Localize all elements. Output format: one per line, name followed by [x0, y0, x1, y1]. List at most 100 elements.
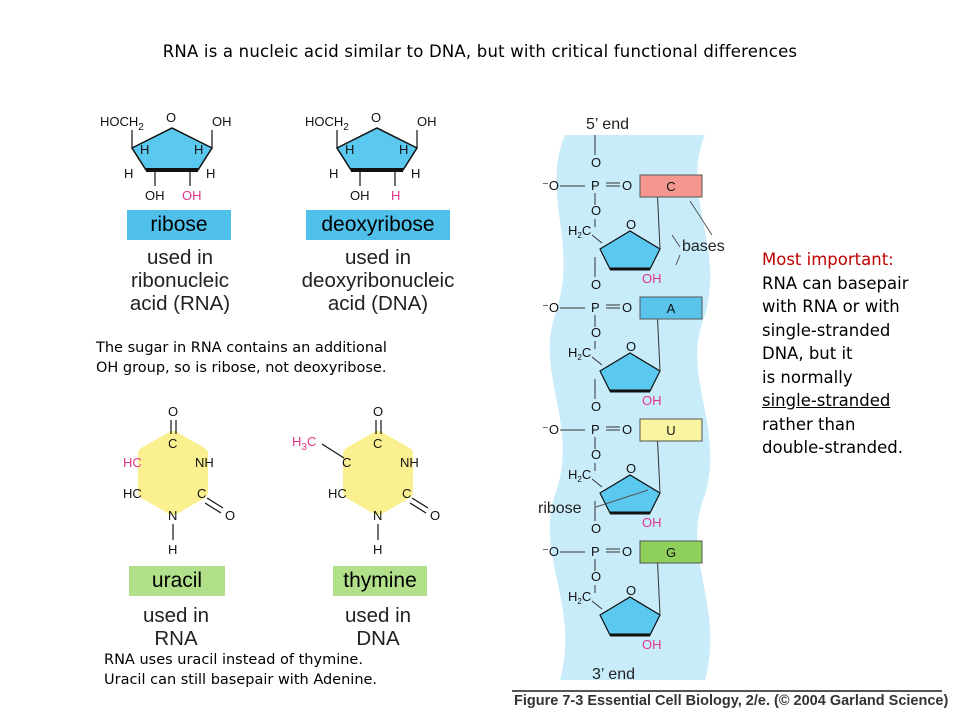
ribose-ring-o: O	[166, 110, 176, 125]
deoxy-oh-left: OH	[350, 188, 370, 203]
strand-ribose-ring	[599, 230, 661, 270]
phosphate-o-top: O	[591, 399, 601, 414]
phosphate-p: P	[591, 300, 600, 315]
thymine-right-o: O	[430, 508, 440, 523]
ribose-h3: H	[124, 166, 133, 181]
figure-credit: Figure 7-3 Essential Cell Biology, 2/e. …	[514, 693, 949, 709]
thymine-c1: C	[373, 436, 382, 451]
phosphate-minus-o: ⁻O	[542, 300, 559, 315]
base-letter-u: U	[666, 423, 675, 438]
uracil-top-o: O	[168, 404, 178, 419]
phosphate-o-bottom: O	[591, 203, 601, 218]
base-structures: O C HC NH HC C O N H O C H3C C NH HC C O…	[123, 404, 440, 557]
base-box-u	[639, 418, 703, 442]
uracil-hc: HC	[123, 486, 142, 501]
bond	[591, 234, 603, 244]
uracil-structure: O C HC NH HC C O N H	[123, 404, 235, 557]
phosphate-p: P	[591, 544, 600, 559]
deoxy-h2: H	[399, 142, 408, 157]
phosphate-o-right: O	[622, 544, 632, 559]
bond	[591, 478, 603, 488]
note-line: double-stranded.	[762, 438, 903, 457]
bond	[591, 600, 603, 610]
thymine-c-left: C	[342, 455, 351, 470]
ring-oxygen: O	[626, 583, 636, 598]
phosphate-o-bottom: O	[591, 447, 601, 462]
uracil-h: H	[168, 542, 177, 557]
deoxy-ring-o: O	[371, 110, 381, 125]
base-caption: RNA uses uracil instead of thymine. Urac…	[104, 652, 378, 688]
note-line: DNA, but it	[762, 344, 853, 363]
ribose-structure: HOCH2 O OH H H H H OH OH	[100, 110, 232, 203]
thymine-nh: NH	[400, 455, 419, 470]
ribose-pointer-label: ribose	[538, 500, 582, 517]
phosphate-minus-o: ⁻O	[542, 544, 559, 559]
uracil-right-o: O	[225, 508, 235, 523]
thymine-h: H	[373, 542, 382, 557]
ribose-label: ribose	[127, 210, 231, 240]
key-note: Most important: RNA can basepair with RN…	[762, 248, 909, 460]
uracil-hc-pink: HC	[123, 455, 142, 470]
deoxyribose-used-in: used in deoxyribonucleic acid (DNA)	[301, 246, 455, 315]
uracil-label: uracil	[129, 566, 225, 596]
phosphate-p: P	[591, 178, 600, 193]
h2c-group: H2C	[568, 223, 591, 240]
thymine-top-o: O	[373, 404, 383, 419]
note-line: RNA can basepair	[762, 273, 909, 293]
note-line: single-stranded	[762, 320, 891, 340]
slide-title: RNA is a nucleic acid similar to DNA, bu…	[162, 42, 798, 61]
deoxy-h4: H	[411, 166, 420, 181]
phosphate-minus-o: ⁻O	[542, 422, 559, 437]
phosphate-o-top: O	[591, 155, 601, 170]
h2c-group: H2C	[568, 589, 591, 606]
deoxy-h1: H	[345, 142, 354, 157]
strand-oh-pink: OH	[642, 637, 662, 652]
thymine-used-in: used in DNA	[344, 604, 412, 650]
ribose-h1: H	[140, 142, 149, 157]
thymine-h3c: H3C	[292, 434, 316, 453]
deoxy-h3: H	[329, 166, 338, 181]
ribose-h4: H	[206, 166, 215, 181]
sugar-caption: The sugar in RNA contains an additional …	[96, 340, 387, 376]
note-line: is normally	[762, 367, 853, 387]
base-letter-a: A	[667, 301, 676, 316]
phosphate-o-bottom: O	[591, 569, 601, 584]
h2c-group: H2C	[568, 467, 591, 484]
five-prime-end: 5’ end	[586, 116, 629, 133]
sugar-structures: HOCH2 O OH H H H H OH OH HOCH2 O OH H H …	[100, 110, 437, 203]
phosphate-p: P	[591, 422, 600, 437]
ring-oxygen: O	[626, 461, 636, 476]
strand-oh-pink: OH	[642, 515, 662, 530]
strand-ribose-ring	[599, 474, 661, 514]
uracil-used-in: used in RNA	[142, 604, 210, 650]
uracil-c2: C	[197, 486, 206, 501]
thymine-c2: C	[402, 486, 411, 501]
bond	[591, 356, 603, 366]
phosphate-o-top: O	[591, 521, 601, 536]
strand-ribose-ring	[599, 596, 661, 636]
ribose-oh-pink: OH	[182, 188, 202, 203]
base-box-g	[639, 540, 703, 564]
uracil-n: N	[168, 508, 177, 523]
deoxy-h-pink: H	[391, 188, 400, 203]
base-letter-c: C	[666, 179, 675, 194]
strand-oh-pink: OH	[642, 393, 662, 408]
deoxyribose-label: deoxyribose	[306, 210, 450, 240]
strand-oh-pink: OH	[642, 271, 662, 286]
strand-ribose-ring	[599, 352, 661, 392]
thymine-n: N	[373, 508, 382, 523]
uracil-nh: NH	[195, 455, 214, 470]
ring-oxygen: O	[626, 217, 636, 232]
ribose-h2: H	[194, 142, 203, 157]
bases-label: bases	[682, 238, 725, 255]
phosphate-o-top: O	[591, 277, 601, 292]
three-prime-end: 3’ end	[592, 666, 635, 683]
credit-rule	[512, 690, 942, 692]
ribose-oh-left: OH	[145, 188, 165, 203]
thymine-label: thymine	[333, 566, 427, 596]
phosphate-minus-o: ⁻O	[542, 178, 559, 193]
uracil-c1: C	[168, 436, 177, 451]
ribose-hoch2: HOCH2	[100, 114, 144, 133]
